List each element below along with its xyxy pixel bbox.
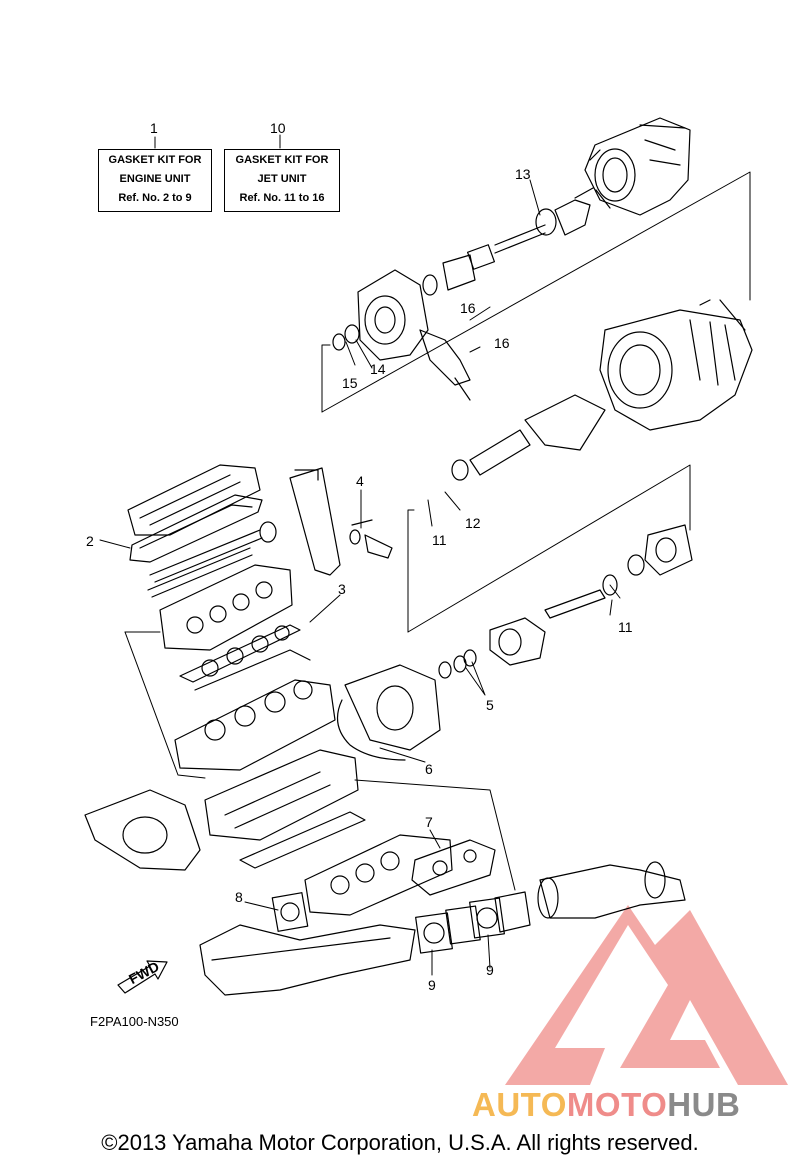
callout-14: 14: [370, 361, 386, 377]
timing-chain: [289, 467, 393, 576]
callout-8: 8: [235, 889, 243, 905]
callout-13: 13: [515, 166, 531, 182]
watermark-text: AUTOMOTOHUB: [472, 1086, 740, 1124]
cylinder-head-cover: [127, 464, 263, 563]
drive-shaft-assembly: [438, 524, 693, 679]
callout-6: 6: [425, 761, 433, 777]
callout-9b: 9: [486, 962, 494, 978]
watermark-logo-icon: [505, 905, 788, 1085]
impeller-housing: [332, 269, 471, 401]
kit-label-line3: Ref. No. 2 to 9: [118, 192, 192, 204]
kit-label-line2: JET UNIT: [257, 173, 307, 185]
callout-4: 4: [356, 473, 364, 489]
head-gasket: [179, 624, 301, 683]
jet-shaft-assembly: [422, 187, 594, 296]
kit-label-line2: ENGINE UNIT: [119, 173, 191, 185]
exhaust-manifold: [304, 834, 496, 916]
callout-16b: 16: [494, 335, 510, 351]
callout-1: 1: [150, 120, 158, 136]
exhaust-pipe: [199, 861, 686, 996]
group-lines: [99, 134, 751, 976]
diagram-code: F2PA100-N350: [90, 1014, 179, 1029]
callout-9a: 9: [428, 977, 436, 993]
callout-10: 10: [270, 120, 286, 136]
jet-housing-top: [584, 117, 691, 216]
callout-11a: 11: [432, 532, 447, 548]
callout-12: 12: [465, 515, 481, 531]
callout-15: 15: [342, 375, 358, 391]
copyright-notice: ©2013 Yamaha Motor Corporation, U.S.A. A…: [101, 1130, 699, 1155]
camshafts: [147, 521, 277, 598]
crankcase: [204, 749, 366, 869]
callout-7: 7: [425, 814, 433, 830]
kit-label-line1: GASKET KIT FOR: [235, 154, 329, 166]
callout-2: 2: [86, 533, 94, 549]
engine-gasket-kit-label: GASKET KIT FOR ENGINE UNIT Ref. No. 2 to…: [98, 149, 212, 212]
fwd-arrow-icon: [117, 960, 168, 994]
cylinder-head: [159, 564, 293, 651]
callout-3: 3: [338, 581, 346, 597]
coupling-cover: [336, 664, 441, 761]
callout-11b: 11: [618, 619, 633, 635]
callout-16a: 16: [460, 300, 476, 316]
kit-label-line3: Ref. No. 11 to 16: [239, 192, 325, 204]
kit-label-line1: GASKET KIT FOR: [108, 154, 202, 166]
watermark-part1: AUTO: [472, 1086, 567, 1123]
watermark-part3: HUB: [667, 1086, 741, 1123]
jet-pump-body: [599, 299, 753, 431]
callout-5: 5: [486, 697, 494, 713]
fwd-label: FWD: [126, 958, 162, 987]
jet-duct: [451, 394, 606, 481]
generator-cover: [84, 789, 201, 871]
exhaust-pipe-gaskets: [271, 891, 531, 954]
cylinder-block: [174, 649, 336, 771]
watermark-part2: MOTO: [566, 1086, 668, 1123]
jet-gasket-kit-label: GASKET KIT FOR JET UNIT Ref. No. 11 to 1…: [224, 149, 340, 212]
